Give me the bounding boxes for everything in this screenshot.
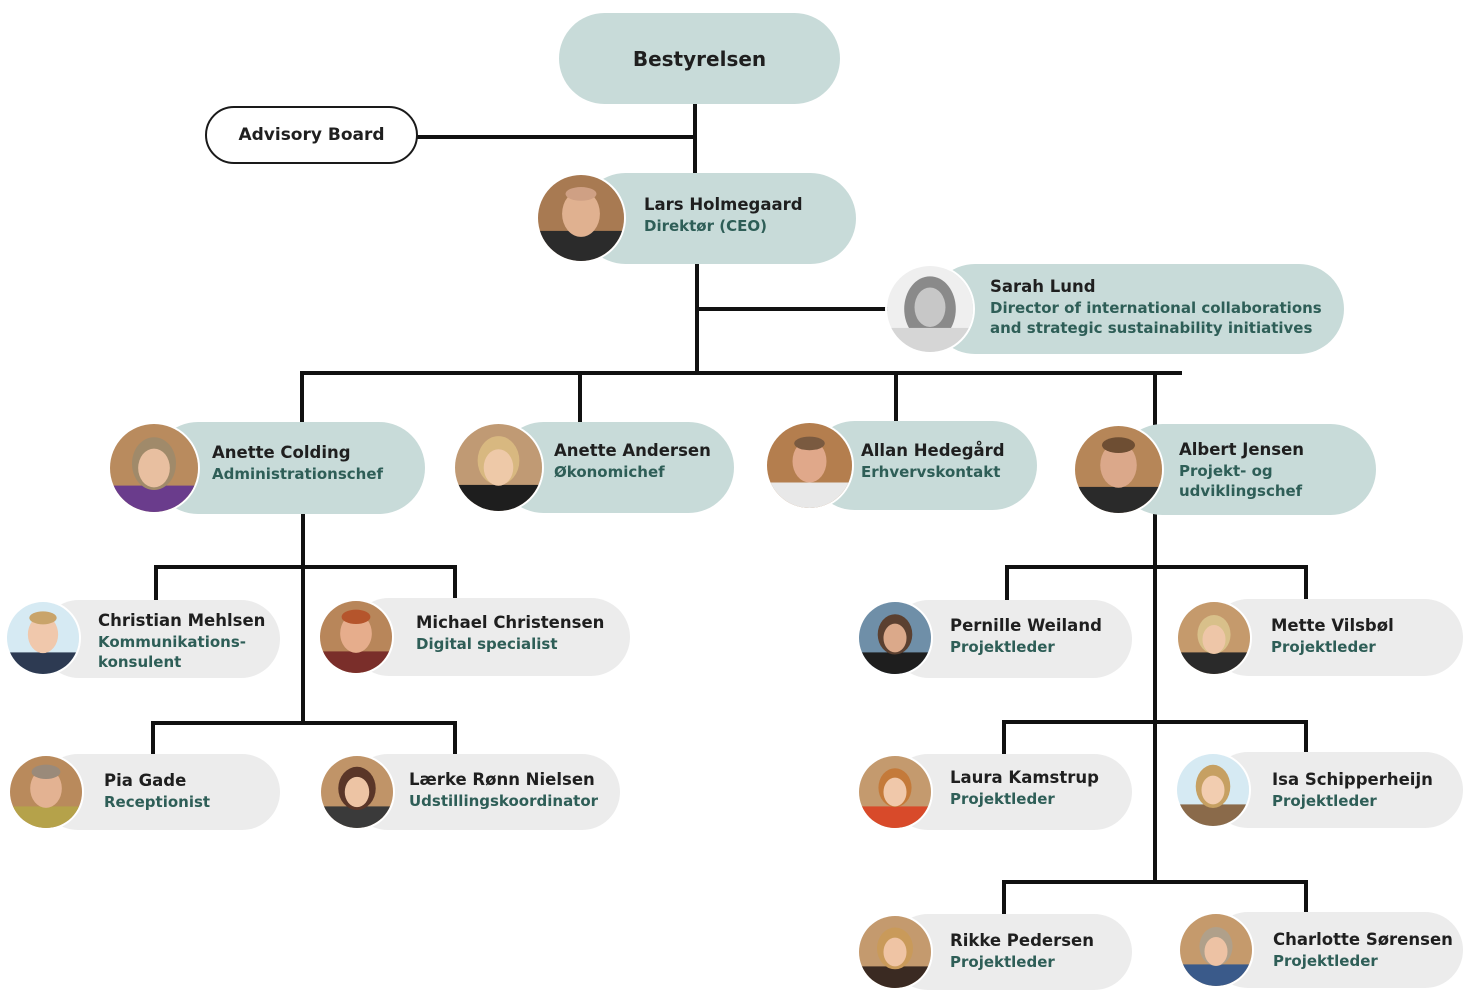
laura-photo bbox=[857, 754, 933, 830]
christian-photo bbox=[5, 600, 81, 676]
michael-pill bbox=[350, 598, 630, 676]
albert-role: Projekt- og udviklingschef bbox=[1179, 462, 1303, 500]
colding-name: Anette Colding bbox=[212, 443, 351, 462]
laerke-name: Lærke Rønn Nielsen bbox=[409, 770, 595, 789]
michael-name: Michael Christensen bbox=[416, 613, 605, 632]
isa-photo bbox=[1175, 752, 1251, 828]
colding-role: Administrationschef bbox=[212, 465, 384, 483]
michael-photo bbox=[318, 599, 394, 675]
christian-role: Kommunikations- konsulent bbox=[98, 633, 246, 671]
advisory-board-node: Advisory Board bbox=[205, 106, 418, 164]
charlotte-name: Charlotte Sørensen bbox=[1273, 930, 1453, 949]
laura-name: Laura Kamstrup bbox=[950, 768, 1099, 787]
laerke-role: Udstillingskoordinator bbox=[409, 792, 599, 810]
allan-role: Erhvervskontakt bbox=[861, 463, 1001, 481]
andersen-role: Økonomichef bbox=[554, 463, 665, 481]
charlotte-role: Projektleder bbox=[1273, 952, 1378, 970]
albert-photo bbox=[1073, 424, 1164, 515]
pia-photo bbox=[8, 754, 84, 830]
ceo-pill bbox=[580, 173, 856, 264]
mette-pill bbox=[1210, 599, 1463, 676]
rikke-name: Rikke Pedersen bbox=[950, 931, 1094, 950]
isa-role: Projektleder bbox=[1272, 792, 1377, 810]
albert-name: Albert Jensen bbox=[1179, 440, 1305, 459]
rikke-role: Projektleder bbox=[950, 953, 1055, 971]
laerke-photo bbox=[319, 754, 395, 830]
christian-name: Christian Mehlsen bbox=[98, 611, 266, 630]
sarah-role: Director of international collaborations… bbox=[990, 299, 1322, 337]
board-label: Bestyrelsen bbox=[632, 46, 767, 71]
colding-photo bbox=[108, 422, 200, 514]
isa-pill bbox=[1210, 752, 1463, 828]
laura-role: Projektleder bbox=[950, 790, 1055, 808]
mette-photo bbox=[1176, 600, 1252, 676]
andersen-photo bbox=[453, 422, 544, 513]
sarah-pill bbox=[930, 264, 1344, 354]
mette-name: Mette Vilsbøl bbox=[1271, 616, 1394, 635]
mette-role: Projektleder bbox=[1271, 638, 1376, 656]
pernille-role: Projektleder bbox=[950, 638, 1055, 656]
isa-name: Isa Schipperheijn bbox=[1272, 770, 1433, 789]
allan-name: Allan Hedegård bbox=[861, 441, 1005, 460]
advisory-board-label: Advisory Board bbox=[238, 125, 385, 145]
allan-photo bbox=[765, 421, 854, 510]
board-node: Bestyrelsen bbox=[559, 13, 840, 104]
ceo-photo bbox=[536, 173, 626, 263]
ceo-role: Direktør (CEO) bbox=[644, 217, 767, 235]
ceo-name: Lars Holmegaard bbox=[644, 195, 803, 214]
sarah-name: Sarah Lund bbox=[990, 277, 1096, 296]
michael-role: Digital specialist bbox=[416, 635, 558, 653]
sarah-photo bbox=[885, 264, 975, 354]
pernille-photo bbox=[857, 600, 933, 676]
pernille-name: Pernille Weiland bbox=[950, 616, 1102, 635]
laerke-pill bbox=[350, 754, 620, 830]
pia-name: Pia Gade bbox=[104, 771, 187, 790]
andersen-name: Anette Andersen bbox=[554, 441, 711, 460]
pia-role: Receptionist bbox=[104, 793, 211, 811]
charlotte-photo bbox=[1178, 912, 1254, 988]
rikke-photo bbox=[857, 914, 933, 990]
